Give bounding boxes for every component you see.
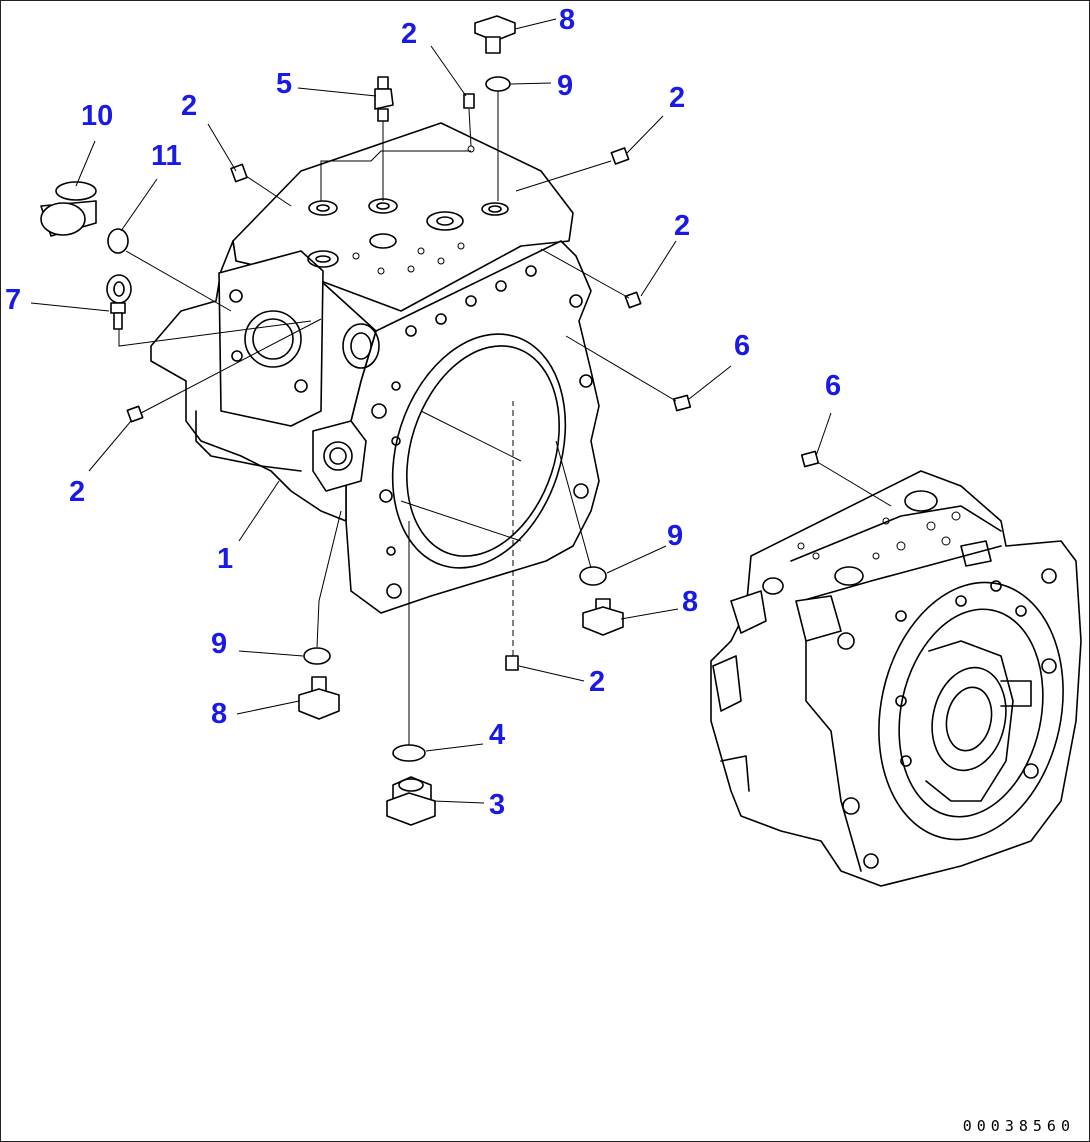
callout-9-top: 9	[557, 70, 573, 102]
assembled-pump-view	[710, 470, 1082, 887]
fitting-part-5	[374, 76, 394, 122]
pump-case-housing	[150, 122, 600, 614]
callout-8-right: 8	[682, 586, 698, 618]
callout-2-a: 2	[181, 90, 197, 122]
callout-2-b: 2	[401, 18, 417, 50]
o-ring-part-11	[107, 228, 129, 254]
callout-9-lower: 9	[211, 628, 227, 660]
callout-4: 4	[489, 719, 505, 751]
seal-part-9-right	[579, 566, 607, 586]
callout-2-f: 2	[589, 666, 605, 698]
callout-2-d: 2	[674, 210, 690, 242]
callout-9-right: 9	[667, 520, 683, 552]
callout-7: 7	[5, 284, 21, 316]
seal-part-9-lower	[303, 647, 331, 665]
plug-part-6-b	[800, 450, 820, 468]
plug-part-10	[40, 181, 97, 237]
callout-8-lower: 8	[211, 698, 227, 730]
o-ring-part-4	[392, 744, 426, 762]
seal-part-9-top	[485, 76, 511, 92]
leader-lines	[30, 18, 892, 804]
callout-1: 1	[217, 543, 233, 575]
callout-2-e: 2	[69, 476, 85, 508]
callout-10: 10	[81, 100, 113, 132]
plug-part-6-a	[672, 394, 692, 412]
plug-part-3	[386, 776, 436, 826]
callout-11: 11	[151, 140, 182, 172]
callout-8-top: 8	[559, 4, 575, 36]
plug-part-2-group	[126, 93, 642, 671]
bolt-part-8-right	[582, 598, 624, 636]
bolt-part-8-top	[474, 15, 516, 54]
eye-bolt-part-7	[106, 274, 132, 330]
figure-code: 00038560	[962, 1117, 1075, 1135]
callout-6-a: 6	[734, 330, 750, 362]
callout-6-b: 6	[825, 370, 841, 402]
callout-5: 5	[276, 68, 292, 100]
callout-3: 3	[489, 789, 505, 821]
bolt-part-8-lower	[298, 676, 340, 720]
callout-2-c: 2	[669, 82, 685, 114]
